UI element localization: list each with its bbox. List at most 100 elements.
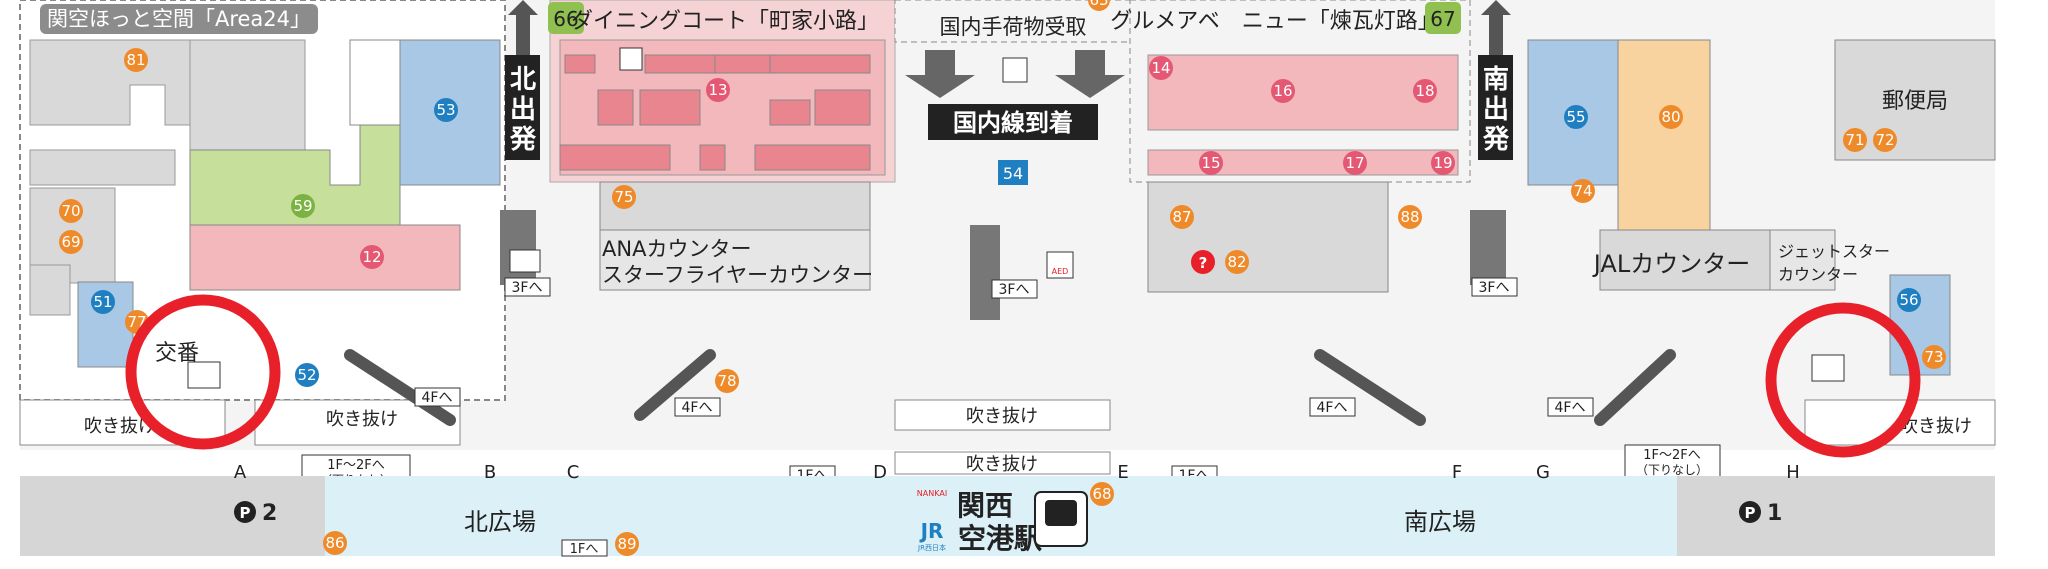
marker-59-text: 59 — [293, 197, 312, 215]
fukinuke-label-2: 吹き抜け — [326, 409, 398, 430]
left-highlight-circle — [125, 294, 281, 450]
badge-67 — [1425, 2, 1461, 34]
marker-86 — [323, 531, 347, 555]
smoking-icon-left — [187, 361, 221, 389]
marker-68-text: 68 — [1092, 485, 1111, 503]
block-12 — [189, 224, 461, 291]
marker-73-text: 73 — [1924, 348, 1943, 366]
marker-89 — [615, 532, 639, 556]
smoking-icon-dining — [619, 47, 643, 71]
marker-51-text: 51 — [93, 293, 112, 311]
badge-54-text: 54 — [1003, 164, 1023, 183]
post-office-label: 郵便局 — [1882, 89, 1948, 114]
no-down-label-right: （下りなし） — [1636, 463, 1708, 477]
marker-14-text: 14 — [1151, 59, 1170, 77]
gate-h: H — [1786, 462, 1800, 483]
marker-17-text: 17 — [1345, 154, 1364, 172]
gate-g: G — [1536, 462, 1550, 483]
arrival-arrow-left — [905, 50, 975, 98]
parking-icon-1-letter: P — [1745, 504, 1756, 522]
to-4f-label-1: 4Fへ — [422, 390, 453, 406]
escalator-icon-left — [509, 249, 541, 273]
marker-81-text: 81 — [126, 51, 145, 69]
parking-1-area — [1677, 476, 1995, 556]
marker-15-text: 15 — [1201, 154, 1220, 172]
badge-54 — [998, 160, 1028, 185]
to-4f-tag-1 — [414, 387, 461, 407]
marker-16-text: 16 — [1273, 82, 1292, 100]
fukinuke-label-4: 吹き抜け — [966, 454, 1038, 475]
escalator-north-3f — [500, 210, 536, 285]
escalator-center-3f — [970, 225, 1000, 320]
marker-89-text: 89 — [617, 535, 636, 553]
marker-63 — [1088, 0, 1110, 11]
arrival-arrow-right — [1055, 50, 1125, 98]
to-4f-label-2: 4Fへ — [682, 400, 713, 416]
f1-f2-label-left: 1F～2Fへ — [327, 458, 385, 473]
marker-88 — [1398, 205, 1422, 229]
jal-counter-desk — [1599, 229, 1771, 291]
marker-18-text: 18 — [1415, 82, 1434, 100]
marker-17 — [1343, 151, 1367, 175]
marker-87 — [1170, 205, 1194, 229]
marker-68 — [1090, 482, 1114, 506]
marker-16 — [1271, 79, 1295, 103]
marker-15 — [1199, 151, 1223, 175]
info-icon — [1191, 250, 1215, 274]
marker-74-text: 74 — [1573, 182, 1592, 200]
marker-88-text: 88 — [1400, 208, 1419, 226]
fukinuke-label-1: 吹き抜け — [84, 416, 156, 437]
station-name-2: 空港駅 — [958, 522, 1042, 555]
parking-icon-2 — [234, 501, 256, 523]
fukinuke-label-5: 吹き抜け — [1900, 416, 1972, 437]
marker-56-text: 56 — [1899, 291, 1918, 309]
starflyer-counter-label: スターフライヤーカウンター — [602, 263, 873, 287]
marker-55-text: 55 — [1566, 108, 1585, 126]
area24-label: 関空ほっと空間「Area24」 — [47, 7, 311, 31]
parking-icon-2-letter: P — [240, 504, 251, 522]
badge-67-text: 67 — [1430, 7, 1455, 31]
marker-69-text: 69 — [61, 233, 80, 251]
marker-19-text: 19 — [1433, 154, 1452, 172]
south-dep-char-3: 発 — [1482, 125, 1510, 155]
ana-counter-label: ANAカウンター — [602, 237, 751, 261]
to-4f-tag-3 — [1309, 397, 1356, 417]
station-name-1: 関西 — [957, 489, 1013, 522]
marker-81 — [124, 48, 148, 72]
marker-13 — [706, 78, 730, 102]
marker-52 — [295, 363, 319, 387]
jetstar-label-1: ジェットスター — [1778, 242, 1890, 261]
south-arrow — [1481, 0, 1511, 55]
escalator-south-3f — [1470, 210, 1506, 285]
gate-a: A — [234, 462, 247, 483]
badge-66-text: 66 — [553, 7, 578, 31]
marker-53 — [434, 98, 458, 122]
south-dep-char-2: 出 — [1483, 95, 1509, 125]
info-icon-glyph: ? — [1199, 254, 1208, 272]
north-dep-char-3: 発 — [509, 125, 537, 155]
marker-12-text: 12 — [362, 248, 381, 266]
train-icon-body — [1045, 500, 1077, 526]
gourmet-block-top — [1147, 54, 1459, 131]
to-4f-label-3: 4Fへ — [1317, 400, 1348, 416]
gate-e: E — [1117, 462, 1128, 483]
gate-f: F — [1452, 462, 1462, 483]
marker-70 — [59, 199, 83, 223]
marker-72 — [1873, 128, 1897, 152]
jetstar-label-2: カウンター — [1778, 265, 1858, 284]
jr-logo: JR — [919, 519, 944, 543]
gourmet-service-area — [1147, 181, 1389, 293]
station-band — [325, 476, 1677, 556]
marker-56 — [1897, 288, 1921, 312]
left-block-restroom — [189, 39, 306, 171]
marker-53-text: 53 — [436, 101, 455, 119]
parking-2-label: 2 — [262, 501, 277, 526]
to-3f-label-left: 3Fへ — [512, 280, 543, 296]
left-block-mid — [29, 149, 176, 186]
jetstar-counter-desk — [1769, 229, 1836, 291]
ana-counter-desk — [599, 229, 871, 291]
domestic-arrival-label: 国内線到着 — [953, 109, 1073, 137]
marker-78-text: 78 — [717, 372, 736, 390]
marker-71-text: 71 — [1845, 131, 1864, 149]
marker-75 — [612, 185, 636, 209]
